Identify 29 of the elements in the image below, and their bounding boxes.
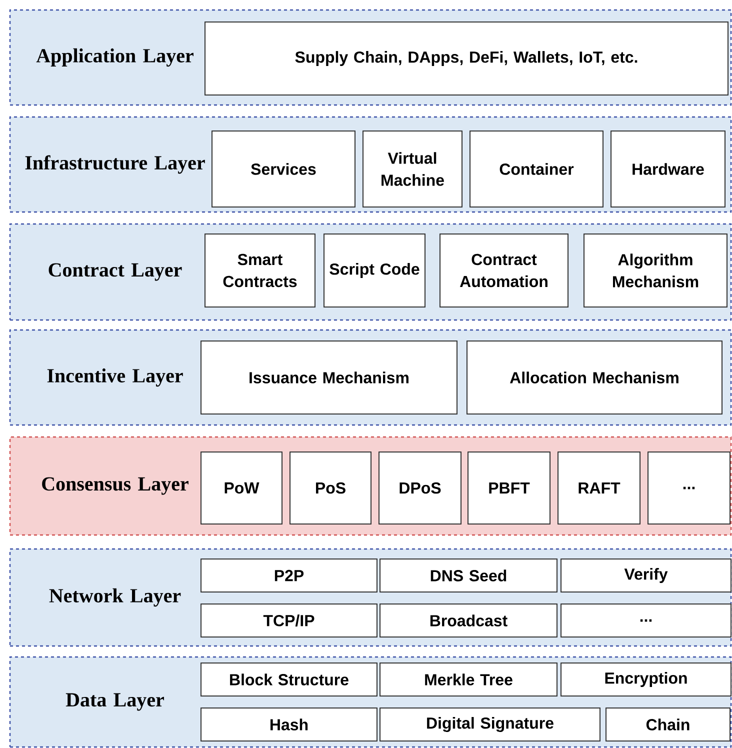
component-box: Supply Chain, DApps, DeFi, Wallets, IoT, etc.	[204, 22, 728, 96]
component-box: DPoS	[378, 452, 462, 524]
component-box: PoS	[290, 452, 372, 524]
component-box: ...	[560, 604, 732, 638]
component-box: Broadcast	[380, 604, 558, 638]
component-box: Smart Contracts	[204, 234, 316, 308]
component-box: PoW	[200, 452, 282, 524]
component-box: Chain	[606, 708, 730, 742]
component-box: Merkle Tree	[380, 662, 558, 696]
component-box: Block Structure	[200, 662, 378, 696]
component-box: Allocation Mechanism	[466, 340, 722, 414]
component-box: PBFT	[468, 452, 550, 524]
component-box: Services	[212, 130, 356, 208]
component-box: TCP/IP	[200, 604, 378, 638]
component-box: Issuance Mechanism	[200, 340, 458, 414]
component-box: Verify	[560, 558, 732, 592]
component-box: Hardware	[610, 130, 726, 208]
component-box: Virtual Machine	[362, 130, 462, 208]
component-box: Contract Automation	[440, 234, 568, 308]
component-box: ...	[648, 452, 730, 524]
component-box: RAFT	[558, 452, 640, 524]
component-box: DNS Seed	[380, 558, 558, 592]
component-box: Script Code	[324, 234, 426, 308]
component-box: Algorithm Mechanism	[584, 234, 728, 308]
component-box: Digital Signature	[380, 708, 600, 742]
component-box: Hash	[200, 708, 378, 742]
component-box: P2P	[200, 558, 378, 592]
component-box: Encryption	[560, 662, 732, 696]
component-box: Container	[470, 130, 604, 208]
